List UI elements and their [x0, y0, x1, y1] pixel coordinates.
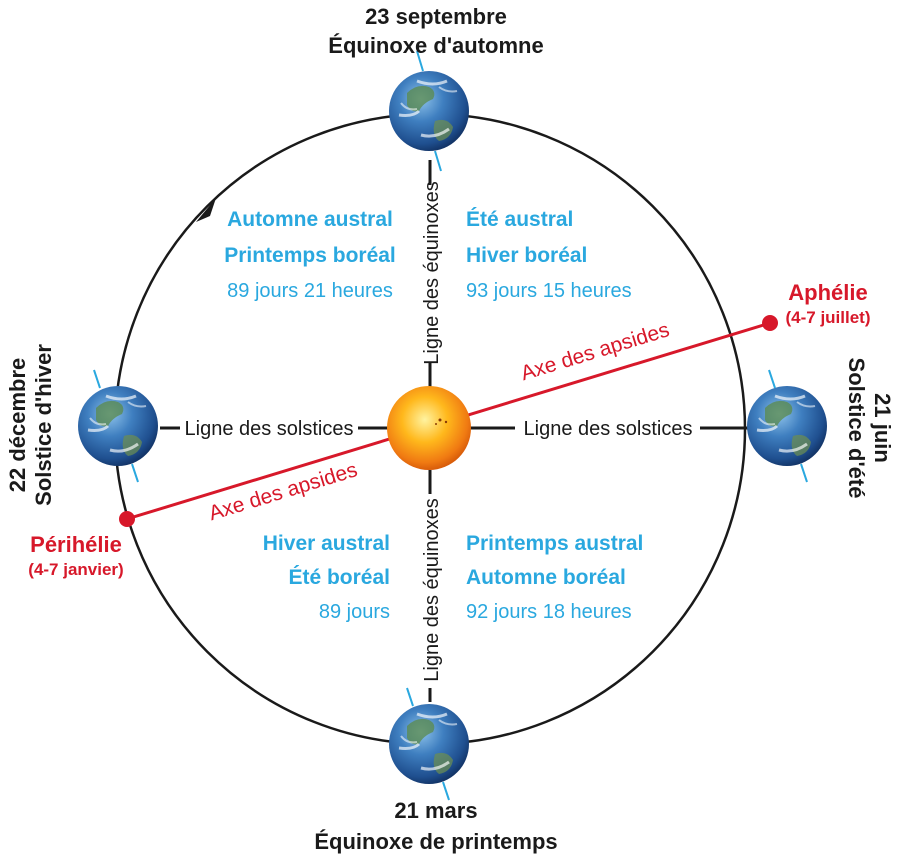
earth-globe-icon: [387, 50, 471, 172]
perihelion-name: Périhélie: [30, 532, 122, 557]
earth-globe-icon: [387, 687, 471, 801]
right-name: Solstice d'été: [844, 358, 869, 499]
quadrant-bl-line2: Été boréal: [288, 566, 390, 589]
bottom-date: 21 mars: [394, 798, 477, 823]
quadrant-br-line2: Automne boréal: [466, 566, 626, 589]
right-date: 21 juin: [870, 393, 895, 463]
quadrant-tr-duration: 93 jours 15 heures: [466, 280, 632, 302]
quadrant-bl-line1: Hiver austral: [263, 532, 390, 555]
perihelion-dot: [119, 511, 135, 527]
solstice-line-label-right: Ligne des solstices: [524, 418, 693, 440]
quadrant-br-duration: 92 jours 18 heures: [466, 601, 632, 623]
top-name: Équinoxe d'automne: [328, 33, 543, 58]
earth-globe-icon: [76, 369, 160, 483]
quadrant-tl-line2: Printemps boréal: [224, 244, 396, 267]
quadrant-br-line1: Printemps austral: [466, 532, 643, 555]
equinox-line-label-bottom: Ligne des équinoxes: [421, 498, 443, 681]
left-date: 22 décembre: [5, 358, 30, 493]
aphelion-name: Aphélie: [788, 280, 867, 305]
quadrant-bl-duration: 89 jours: [319, 601, 390, 623]
equinox-line-label-top: Ligne des équinoxes: [421, 181, 443, 364]
left-name: Solstice d'hiver: [31, 344, 56, 506]
quadrant-tr-line1: Été austral: [466, 208, 573, 231]
apsides-label-left: Axe des apsides: [206, 458, 360, 525]
quadrant-tr-line2: Hiver boréal: [466, 244, 587, 267]
aphelion-dates: (4-7 juillet): [785, 308, 870, 327]
perihelion-dates: (4-7 janvier): [28, 560, 123, 579]
arrowhead-icon: [196, 198, 216, 222]
quadrant-tl-line1: Automne austral: [227, 208, 393, 231]
bottom-name: Équinoxe de printemps: [314, 829, 557, 854]
earth-globe-icon: [745, 369, 829, 483]
solstice-line-label-left: Ligne des solstices: [185, 418, 354, 440]
sun-icon: [387, 386, 471, 470]
top-date: 23 septembre: [365, 4, 507, 29]
quadrant-tl-duration: 89 jours 21 heures: [227, 280, 393, 302]
aphelion-dot: [762, 315, 778, 331]
